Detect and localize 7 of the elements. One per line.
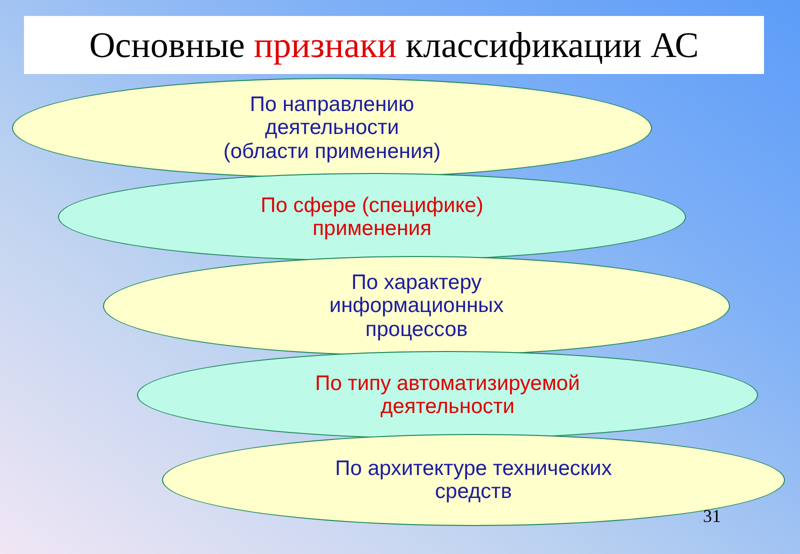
node-text: По типу автоматизируемой деятельности: [314, 372, 581, 418]
node-text: По сфере (специфике) применения: [260, 194, 484, 240]
slide-title: Основные признаки классификации АС: [24, 16, 764, 74]
page-number: 31: [703, 506, 721, 527]
node-text: По архитектуре технических средств: [334, 456, 613, 504]
node-text: По характеру информационных процессов: [328, 271, 505, 341]
node-text: По направлению деятельности (области применения): [222, 93, 442, 163]
